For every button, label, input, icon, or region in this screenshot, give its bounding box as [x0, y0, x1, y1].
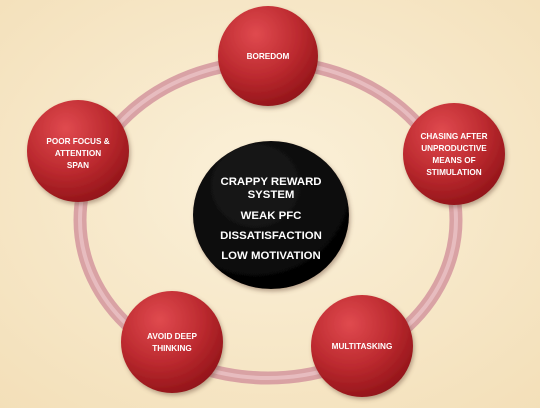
node-chasing-label-1: CHASING AFTER [420, 132, 487, 141]
node-focus-label-2: ATTENTION [55, 149, 101, 158]
node-boredom-label-1: BOREDOM [247, 52, 290, 61]
node-avoid-label-2: THINKING [152, 344, 192, 353]
center-node: CRAPPY REWARD SYSTEM WEAK PFC DISSATISFA… [193, 141, 349, 289]
center-circle [193, 141, 349, 289]
node-chasing-circle [403, 103, 505, 205]
node-focus-label-1: POOR FOCUS & [46, 137, 109, 146]
center-label-2: SYSTEM [248, 189, 295, 201]
node-multitasking-label-1: MULTITASKING [332, 342, 393, 351]
node-chasing: CHASING AFTER UNPRODUCTIVE MEANS OF STIM… [403, 103, 505, 205]
node-poor-focus: POOR FOCUS & ATTENTION SPAN [27, 100, 129, 202]
node-avoid-label-1: AVOID DEEP [147, 332, 197, 341]
node-boredom: BOREDOM [218, 6, 318, 106]
node-focus-circle [27, 100, 129, 202]
center-label-4: DISSATISFACTION [220, 230, 322, 242]
node-avoid-deep-thinking: AVOID DEEP THINKING [121, 291, 223, 393]
center-label-3: WEAK PFC [241, 210, 302, 222]
center-label-1: CRAPPY REWARD [220, 176, 321, 188]
node-multitasking-circle [311, 295, 413, 397]
node-chasing-label-2: UNPRODUCTIVE [421, 144, 487, 153]
node-focus-label-3: SPAN [67, 161, 89, 170]
node-multitasking: MULTITASKING [311, 295, 413, 397]
center-label-5: LOW MOTIVATION [221, 250, 321, 262]
node-chasing-label-4: STIMULATION [426, 168, 481, 177]
node-chasing-label-3: MEANS OF [432, 156, 475, 165]
node-boredom-circle [218, 6, 318, 106]
node-avoid-circle [121, 291, 223, 393]
